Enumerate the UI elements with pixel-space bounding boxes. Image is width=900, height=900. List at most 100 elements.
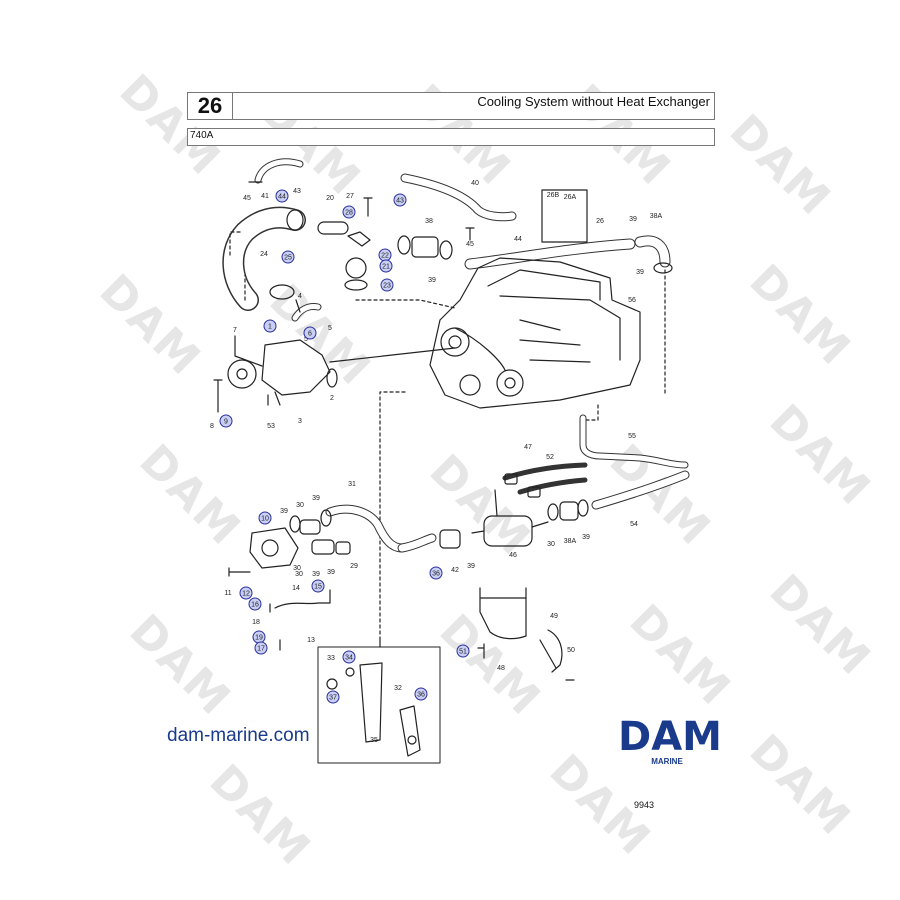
callout-number: 37	[329, 695, 337, 702]
callout-circle	[263, 319, 277, 333]
part-callout: 12	[239, 586, 253, 600]
part-number-label: 5	[328, 325, 332, 332]
part-callout: 10	[258, 511, 272, 525]
part-number-label: 52	[546, 454, 554, 461]
part-number-label: 30	[295, 571, 303, 578]
part-number-label: 33	[327, 655, 335, 662]
website-link[interactable]: dam-marine.com	[167, 725, 310, 746]
callout-circle	[456, 644, 470, 658]
part-number-label: 45	[466, 241, 474, 248]
part-number-label: 30	[293, 565, 301, 572]
part-number-label: 18	[252, 619, 260, 626]
part-number-label: 4	[298, 293, 302, 300]
part-number-label: 38A	[650, 213, 663, 220]
part-number-label: 26B	[547, 192, 560, 199]
part-number-label: 3	[298, 418, 302, 425]
part-callout: 36	[414, 687, 428, 701]
part-number-label: 39	[467, 563, 475, 570]
callout-number: 9	[224, 419, 228, 426]
part-number-label: 30	[547, 541, 555, 548]
part-number-label: 42	[451, 567, 459, 574]
callout-number: 36	[417, 692, 425, 699]
part-number-label: 47	[524, 444, 532, 451]
part-number-label: 7	[233, 327, 237, 334]
logo-sub: MARINE	[651, 757, 683, 766]
dam-logo-icon: DAM MARINE	[618, 714, 722, 766]
part-callout: 44	[275, 189, 289, 203]
part-number-label: 27	[346, 193, 354, 200]
callout-number: 34	[345, 655, 353, 662]
model-bar: 740A	[187, 128, 715, 146]
part-number-label: 50	[567, 647, 575, 654]
callout-circle	[342, 650, 356, 664]
part-number-label: 41	[261, 193, 269, 200]
callout-circle	[219, 414, 233, 428]
dam-marine-logo: DAM MARINE	[605, 714, 735, 773]
callout-number: 44	[278, 194, 286, 201]
part-number-label: 8	[210, 423, 214, 430]
part-number-label: 54	[630, 521, 638, 528]
callout-circle	[275, 189, 289, 203]
part-number-label: 24	[260, 251, 268, 258]
callout-number: 6	[308, 331, 312, 338]
part-number-label: 39	[312, 495, 320, 502]
part-number-label: 20	[326, 195, 334, 202]
part-number-label: 56	[628, 297, 636, 304]
part-number-label: 14	[292, 585, 300, 592]
part-number-label: 39	[629, 216, 637, 223]
callout-circle	[342, 205, 356, 219]
callout-number: 22	[381, 253, 389, 260]
part-callout: 51	[456, 644, 470, 658]
callout-circle	[248, 597, 262, 611]
callout-number: 28	[345, 210, 353, 217]
part-callout: 1	[263, 319, 277, 333]
callout-circle	[239, 586, 253, 600]
part-number-label: 49	[550, 613, 558, 620]
part-callout: 23	[380, 278, 394, 292]
part-number-label: 46	[509, 552, 517, 559]
part-callout: 34	[342, 650, 356, 664]
part-number-label: 39	[312, 571, 320, 578]
part-callout: 43	[393, 193, 407, 207]
callout-circle	[379, 259, 393, 273]
part-number-label: 13	[307, 637, 315, 644]
part-number-label: 26A	[564, 194, 577, 201]
callout-number: 19	[255, 635, 263, 642]
part-number-label: 45	[243, 195, 251, 202]
part-number-label: 53	[267, 423, 275, 430]
callout-circle	[380, 278, 394, 292]
callout-number: 16	[251, 602, 259, 609]
callout-circle	[414, 687, 428, 701]
part-number-label: 38	[425, 218, 433, 225]
callout-number: 1	[268, 324, 272, 331]
callout-number: 25	[284, 255, 292, 262]
part-number-label: 48	[497, 665, 505, 672]
part-callout: 37	[326, 690, 340, 704]
part-callout: 9	[219, 414, 233, 428]
part-callout: 21	[379, 259, 393, 273]
part-callout: 19	[252, 630, 266, 644]
callout-number: 51	[459, 649, 467, 656]
part-number-label: 32	[394, 685, 402, 692]
part-number-label: 39	[582, 534, 590, 541]
part-number-label: 38A	[564, 538, 577, 545]
part-number-label: 40	[471, 180, 479, 187]
callout-number: 12	[242, 591, 250, 598]
part-number-label: 39	[280, 508, 288, 515]
part-number-label: 2	[330, 395, 334, 402]
callout-number: 17	[257, 646, 265, 653]
part-callout: 28	[342, 205, 356, 219]
callout-circle	[393, 193, 407, 207]
drawing-number: 9943	[634, 800, 655, 810]
part-number-label: 39	[327, 569, 335, 576]
part-callout: 15	[311, 579, 325, 593]
part-callout: 36	[429, 566, 443, 580]
part-number-label: 44	[514, 236, 522, 243]
page-number: 26	[188, 93, 233, 119]
callout-number: 10	[261, 516, 269, 523]
callout-number: 23	[383, 283, 391, 290]
part-callout: 6	[303, 326, 317, 340]
part-number-label: 30	[296, 502, 304, 509]
callout-circle	[281, 250, 295, 264]
